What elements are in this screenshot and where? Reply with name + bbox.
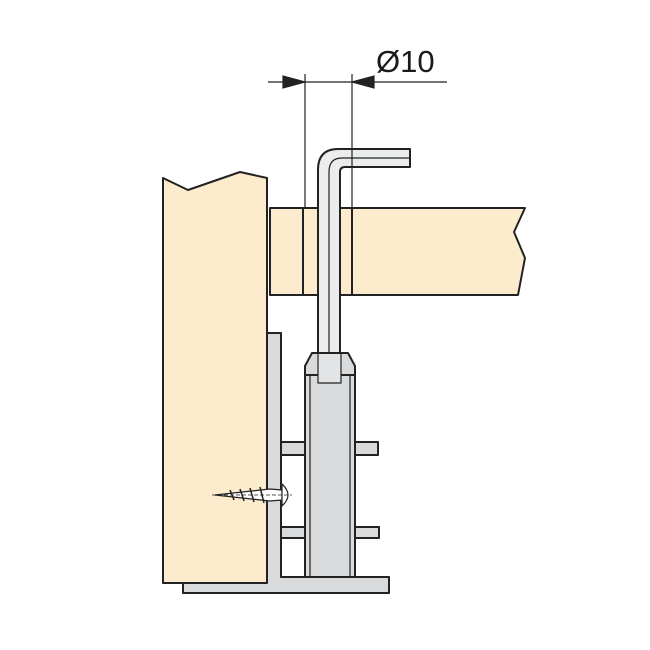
hex-key [317,148,411,354]
support-post [304,374,356,578]
dimension-lines [268,74,447,208]
screw [212,483,292,507]
arrow-right-icon [282,75,308,89]
arrow-left-icon [349,75,375,89]
side-panel [162,171,268,584]
angle-bracket [182,332,390,594]
cap-socket [317,352,342,384]
diameter-dimension-label: Ø10 [376,44,435,79]
